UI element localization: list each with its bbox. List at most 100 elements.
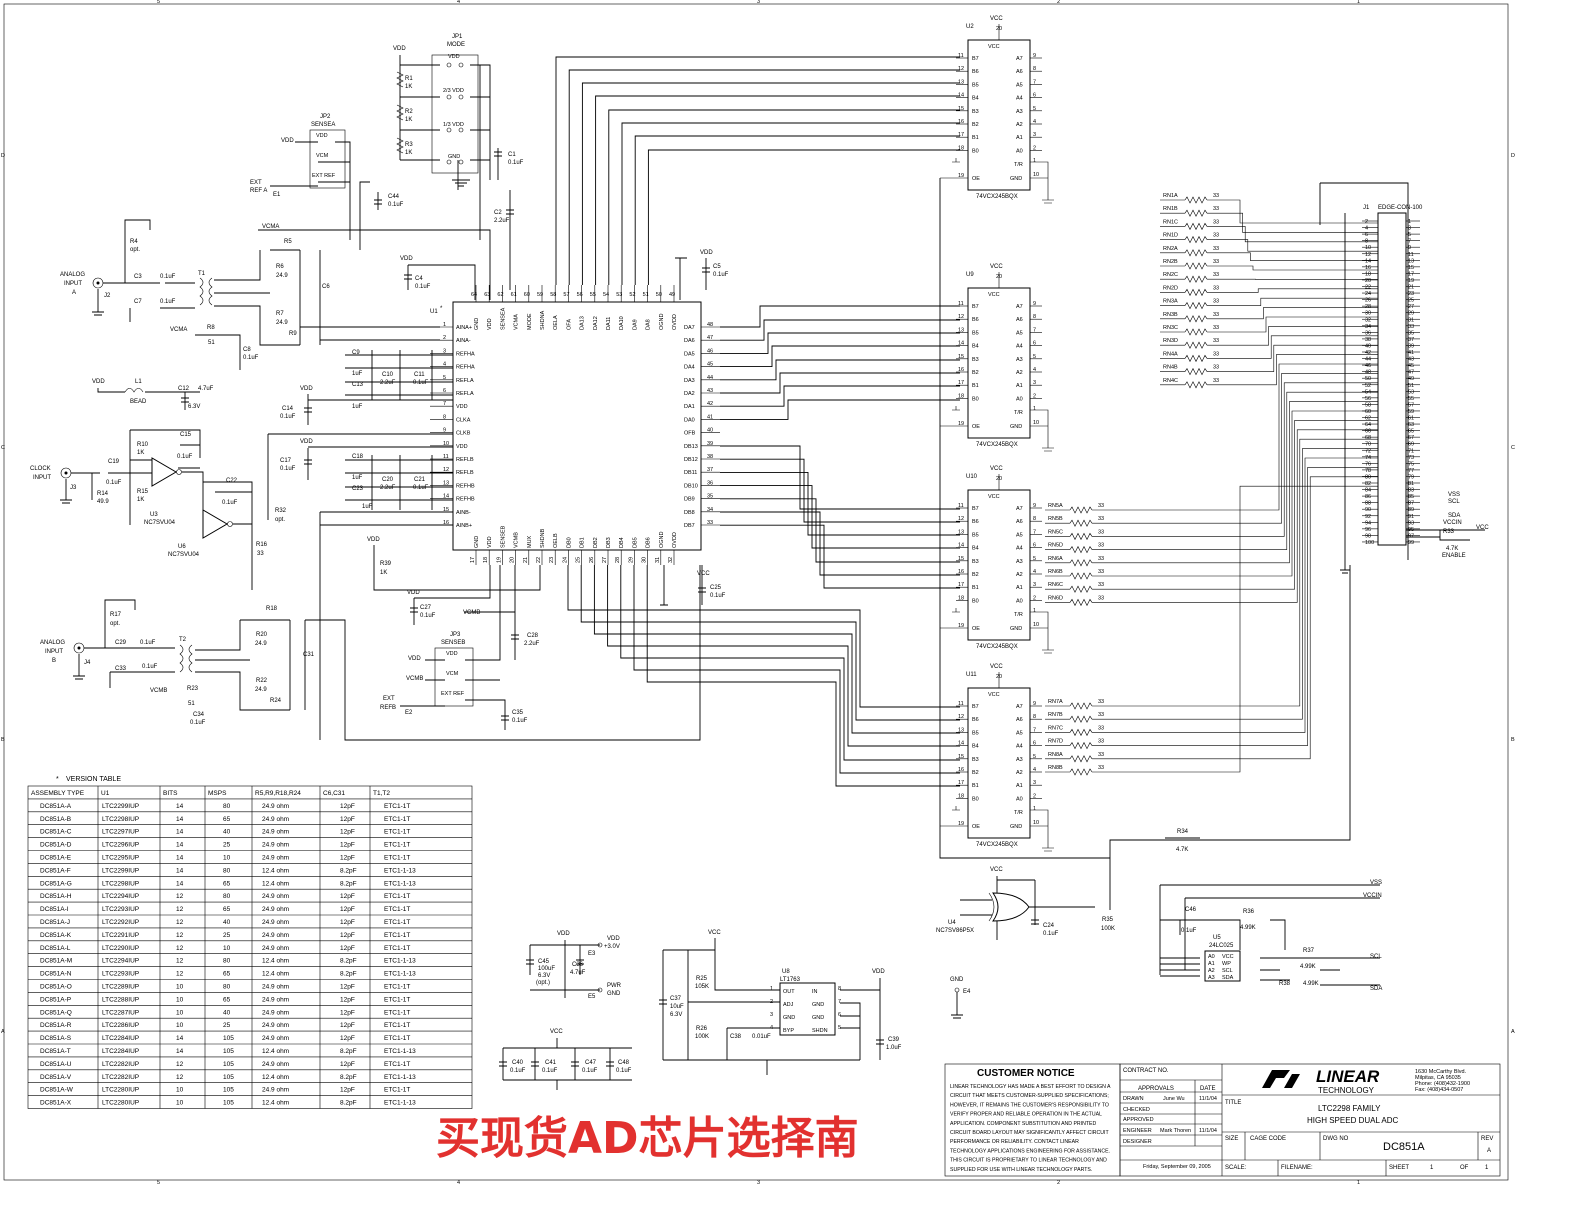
u1-pin-name: OFB bbox=[684, 431, 696, 437]
version-table-cell: 40 bbox=[223, 919, 231, 926]
vcc-label-u4: VCC bbox=[990, 867, 1003, 873]
r7-ref: R7 bbox=[276, 311, 284, 317]
buffer-pin-name: B5 bbox=[972, 330, 979, 336]
version-table-cell: 10 bbox=[223, 945, 231, 952]
c48-val: 0.1uF bbox=[616, 1068, 632, 1074]
buffer-ref: U2 bbox=[966, 24, 974, 30]
rn-ref: RN6B bbox=[1048, 569, 1063, 575]
version-table-cell: DC851A-S bbox=[40, 1035, 72, 1042]
u1-pin-number: 27 bbox=[602, 557, 608, 563]
version-table-cell: 25 bbox=[223, 1022, 231, 1029]
buffer-oe: OE bbox=[972, 176, 980, 182]
c34-ref: C34 bbox=[193, 712, 205, 718]
r16-ref: R16 bbox=[256, 542, 268, 548]
u1-pin-name: DA0 bbox=[684, 417, 695, 423]
version-table-cell: LTC2299IUP bbox=[102, 867, 139, 874]
c45-ref: C45 bbox=[538, 959, 550, 965]
buffer-pin-number: 15 bbox=[958, 754, 964, 760]
vcc-label-decoupling: VCC bbox=[550, 1029, 563, 1035]
jp2-sensea-jumper[interactable]: VDD VCM EXT REF bbox=[309, 129, 346, 189]
buffer-pin-number: 15 bbox=[958, 556, 964, 562]
r34-ref: R34 bbox=[1177, 829, 1189, 835]
buffer-pin-number: 7 bbox=[1033, 79, 1036, 85]
version-table-cell: ETC1-1T bbox=[384, 906, 410, 913]
u3-inverter bbox=[151, 457, 177, 487]
buffer-pin-number: 5 bbox=[1033, 556, 1036, 562]
j1-pin-number: 67 bbox=[1408, 435, 1414, 441]
u1-pin-name: AINA- bbox=[456, 338, 471, 344]
e4-terminal[interactable] bbox=[954, 987, 960, 993]
r8-ref: R8 bbox=[207, 325, 215, 331]
c45-val: 100uF bbox=[538, 966, 555, 972]
j1-pin-number: 34 bbox=[1365, 324, 1371, 330]
version-table-cell: 8.2pF bbox=[340, 958, 357, 965]
buffer-gnd: GND bbox=[1010, 824, 1022, 830]
version-table-cell: LTC2287IUP bbox=[102, 1009, 139, 1016]
version-table-cell: 12pF bbox=[340, 906, 355, 913]
buffer-pin-name: B3 bbox=[972, 559, 979, 565]
rn-ref: RN2B bbox=[1163, 259, 1178, 265]
pwr-gnd-l2: GND bbox=[607, 991, 621, 997]
customer-notice-line: VERIFY PROPER AND RELIABLE OPERATION IN … bbox=[950, 1112, 1102, 1118]
rn-ref: RN1C bbox=[1163, 219, 1178, 225]
rn-value: 33 bbox=[1213, 312, 1219, 318]
buffer-pin-name: A6 bbox=[1016, 717, 1023, 723]
r15-val: 1K bbox=[137, 497, 144, 503]
version-table-cell: 12 bbox=[176, 958, 184, 965]
version-table-cell: ETC1-1T bbox=[384, 996, 410, 1003]
rn-ref: RN3B bbox=[1163, 312, 1178, 318]
r23-ref: R23 bbox=[187, 686, 199, 692]
version-table-cell: 105 bbox=[223, 1035, 234, 1042]
r36-val: 4.99K bbox=[1240, 925, 1256, 931]
vcc-label-u8: VCC bbox=[708, 930, 721, 936]
jp3-senseb-jumper[interactable]: VDD VCM EXT REF bbox=[434, 647, 474, 707]
u5-pin-name: A0 bbox=[1208, 954, 1215, 960]
u1-pin-name: GND bbox=[474, 318, 480, 330]
buffer-pin-name: A3 bbox=[1016, 357, 1023, 363]
buffer-pin-number: 17 bbox=[958, 132, 964, 138]
vdd-label-jp3: VDD bbox=[408, 656, 421, 662]
c22-val: 0.1uF bbox=[222, 500, 238, 506]
j1-pin-number: 89 bbox=[1408, 507, 1414, 513]
r17-ref: R17 bbox=[110, 612, 122, 618]
u1-pin-number: 49 bbox=[669, 292, 675, 298]
version-table-cell: DC851A-W bbox=[40, 1087, 74, 1094]
u1-pin-name: REFHA bbox=[456, 351, 475, 357]
j1-edge-connector[interactable]: J1 EDGE-CON-100 246810121416182022242628… bbox=[1362, 205, 1423, 546]
e5-terminal[interactable] bbox=[597, 987, 603, 993]
version-table-header: BITS bbox=[163, 790, 178, 797]
rn-ref: RN4B bbox=[1163, 365, 1178, 371]
rn-value: 33 bbox=[1213, 193, 1219, 199]
version-table-cell: 12.4 ohm bbox=[262, 867, 289, 874]
buffer-pin-name: B7 bbox=[972, 304, 979, 310]
version-table-cell: 24.9 ohm bbox=[262, 803, 289, 810]
e3-terminal[interactable] bbox=[597, 942, 603, 948]
sheet-label: SHEET bbox=[1389, 1165, 1409, 1171]
e1-ref: E1 bbox=[273, 192, 281, 198]
c47-val: 0.1uF bbox=[582, 1068, 598, 1074]
j1-pin-number: 55 bbox=[1408, 396, 1414, 402]
version-table-cell: ETC1-1T bbox=[384, 945, 410, 952]
u1-pin-name: CLKB bbox=[456, 431, 471, 437]
jp1-mode-jumper[interactable]: JP1 MODE VDD 2/3 VDD 1/3 VDD GND bbox=[431, 34, 479, 174]
u1-pin-number: 53 bbox=[616, 292, 622, 298]
u1-pin-name: DB13 bbox=[684, 444, 698, 450]
version-table-cell: 12pF bbox=[340, 893, 355, 900]
j1-pin-number: 4 bbox=[1365, 226, 1368, 232]
j1-pin-number: 47 bbox=[1408, 370, 1414, 376]
u1-pin-number: 54 bbox=[603, 292, 609, 298]
watermark-text: 买现货AD芯片选择南 bbox=[436, 1113, 859, 1164]
version-table-cell: 40 bbox=[223, 1009, 231, 1016]
jp2-opt-vcm: VCM bbox=[316, 153, 329, 159]
version-table-cell: DC851A-O bbox=[40, 984, 72, 991]
buffer-gnd: GND bbox=[1010, 176, 1022, 182]
j1-pin-number: 50 bbox=[1365, 376, 1371, 382]
c37-val: 10uF bbox=[670, 1004, 684, 1010]
r39-val: 1K bbox=[380, 570, 387, 576]
u1-pin-name: DA13 bbox=[580, 316, 586, 330]
j1-pin-number: 84 bbox=[1365, 488, 1371, 494]
c4-val: 0.1uF bbox=[415, 284, 431, 290]
